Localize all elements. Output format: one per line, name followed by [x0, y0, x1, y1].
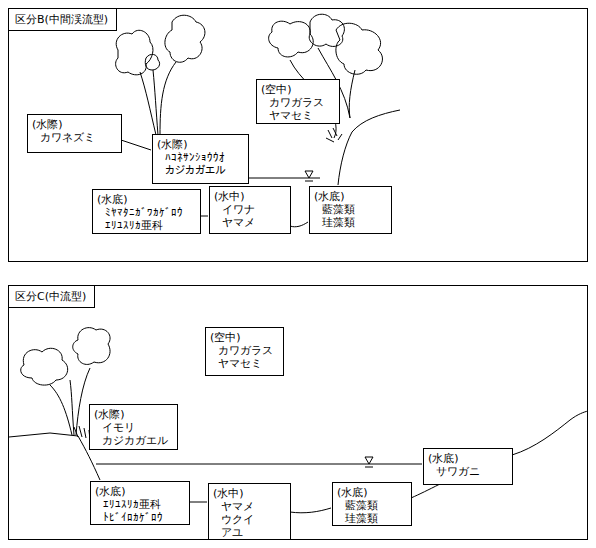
grass [74, 426, 90, 440]
habitat-box: (空中)カワガラス ヤマセミ [205, 327, 284, 376]
right-bank [512, 411, 588, 455]
zone-panel: 区分B(中間渓流型)(空中)カワガラス ヤマセミ(水際)カワネズミ(水際)ﾊｺﾈ… [8, 8, 588, 262]
habitat-heading: (水中) [214, 190, 286, 203]
species-list: ﾐﾔﾏﾀﾆｶﾞﾜｶｹﾞﾛｳ ｴﾘﾕｽﾘｶ亜科 [97, 206, 183, 232]
bank-line [9, 433, 100, 480]
species-list: サワガニ [428, 465, 480, 478]
habitat-heading: (水中) [213, 487, 286, 500]
habitat-box: (水際)イモリ カジカガエル [89, 404, 178, 450]
water-level-symbol [365, 457, 373, 467]
species-list: ヤマメ ウクイ アユ [213, 500, 254, 539]
habitat-box: (水底)藍藻類 珪藻類 [309, 186, 392, 234]
species-list: カワネズミ [32, 131, 95, 144]
tree [116, 15, 205, 135]
habitat-heading: (水底) [428, 452, 508, 465]
species-list: カワガラス ヤマセミ [210, 344, 273, 370]
habitat-heading: (水底) [97, 193, 196, 206]
habitat-box: (水際)ﾊｺﾈｻﾝｼｮｳｳｵ カジカガエル [152, 134, 249, 184]
habitat-box: (空中)カワガラス ヤマセミ [256, 79, 340, 124]
species-list: イワナ ヤマメ [214, 203, 255, 229]
species-list: 藍藻類 珪藻類 [337, 499, 378, 525]
species-list: ﾊｺﾈｻﾝｼｮｳｳｵ カジカガエル [157, 151, 226, 177]
species-list: 藍藻類 珪藻類 [314, 203, 355, 229]
habitat-box: (水底)藍藻類 珪藻類 [332, 482, 412, 526]
zone-panel: 区分C(中流型) (空中)カワガラス ヤマセミ (水際)イモリ カジカガエル (水底)… [8, 285, 588, 540]
habitat-box: (水際)カワネズミ [27, 114, 122, 153]
zone-title: 区分B(中間渓流型) [8, 8, 117, 31]
habitat-heading: (空中) [261, 83, 335, 96]
habitat-heading: (水底) [337, 486, 407, 499]
habitat-box: (水底)ﾐﾔﾏﾀﾆｶﾞﾜｶｹﾞﾛｳ ｴﾘﾕｽﾘｶ亜科 [92, 189, 201, 234]
habitat-heading: (空中) [210, 331, 279, 344]
right-bank [338, 110, 400, 185]
zone-title: 区分C(中流型) [8, 285, 95, 308]
habitat-heading: (水際) [157, 138, 244, 151]
habitat-heading: (水底) [314, 190, 387, 203]
habitat-heading: (水際) [94, 408, 173, 421]
water-surface [96, 464, 422, 465]
habitat-heading: (水底) [95, 485, 185, 498]
habitat-box: (水中)ヤマメ ウクイ アユ [208, 483, 291, 540]
habitat-heading: (水際) [32, 118, 117, 131]
reeds [326, 128, 342, 142]
habitat-box: (水中)イワナ ヤマメ [209, 186, 291, 234]
habitat-box: (水底)ｴﾘﾕｽﾘｶ亜科 ﾄﾋﾞｲﾛｶｹﾞﾛｳ [90, 481, 190, 525]
bank-line [121, 140, 151, 150]
habitat-box: (水底)サワガニ [423, 448, 513, 485]
species-list: ｴﾘﾕｽﾘｶ亜科 ﾄﾋﾞｲﾛｶｹﾞﾛｳ [95, 498, 163, 524]
species-list: イモリ カジカガエル [94, 421, 168, 447]
water-level-symbol [305, 171, 313, 181]
species-list: カワガラス ヤマセミ [261, 96, 324, 122]
